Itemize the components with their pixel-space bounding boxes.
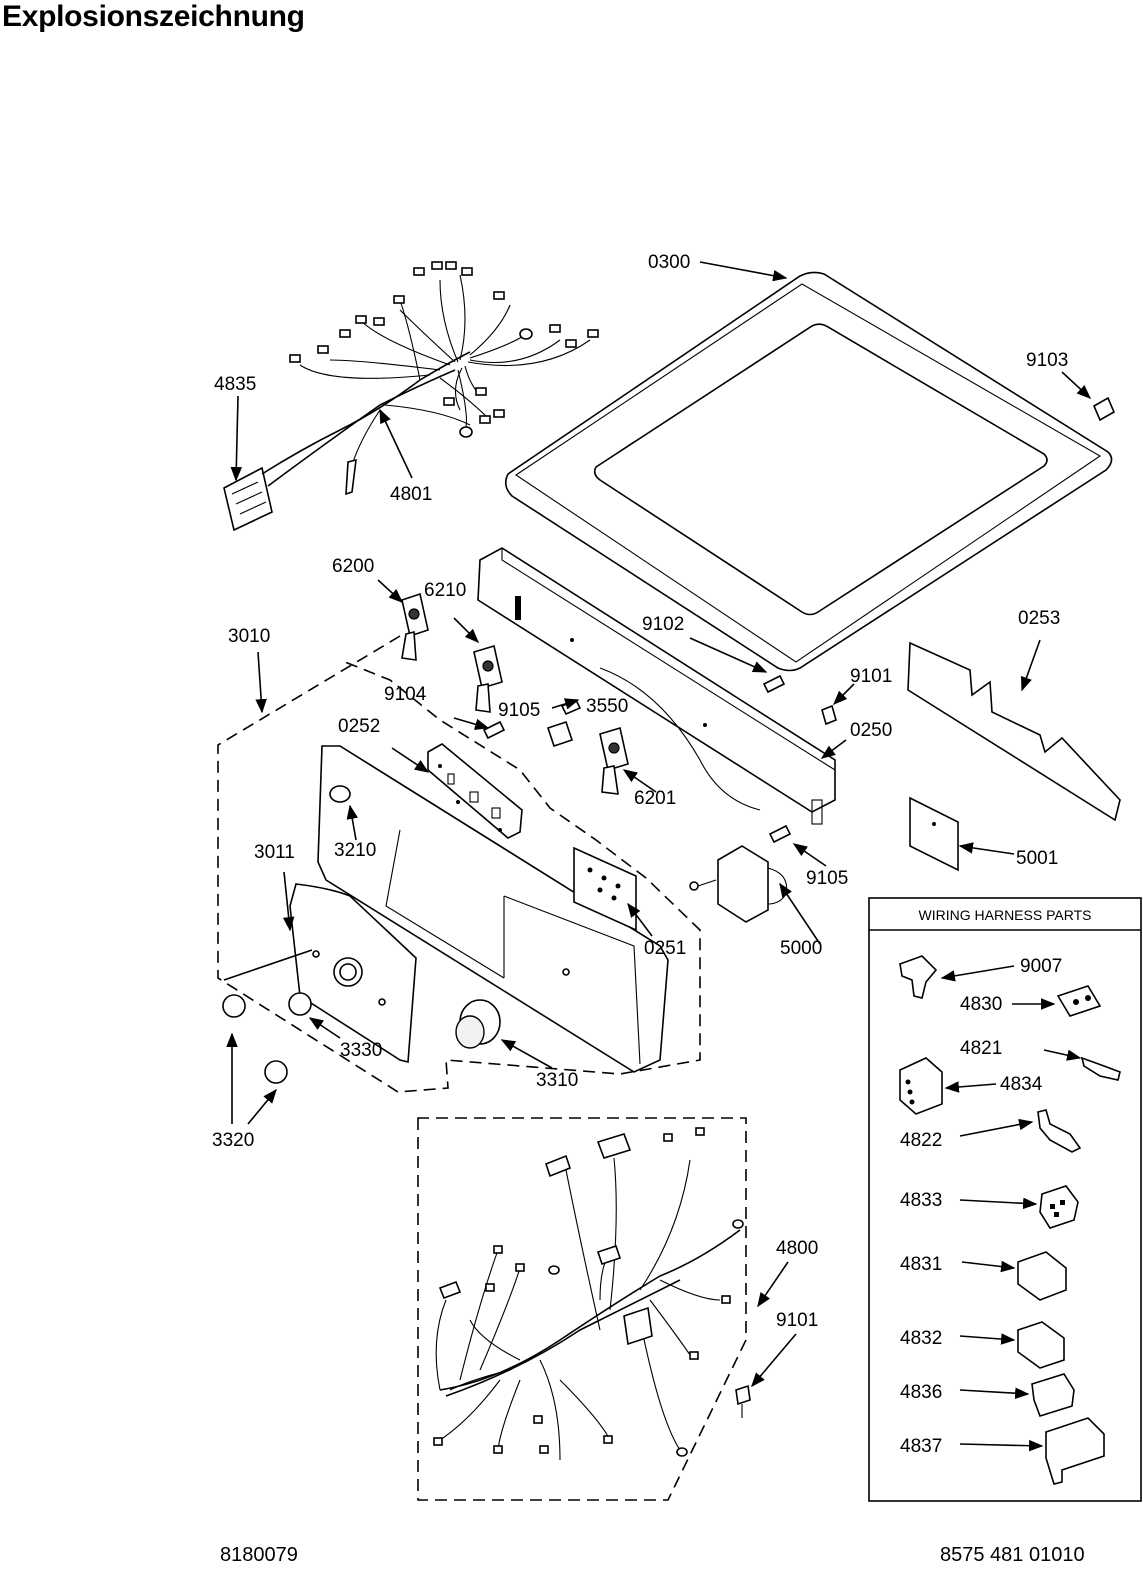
callout-3310: 3310	[536, 1070, 578, 1091]
footer-right-code: 8575 481 01010	[940, 1544, 1085, 1566]
callout-4821: 4821	[960, 1038, 1002, 1059]
label-5001	[909, 796, 959, 872]
terminal-4821	[1080, 1056, 1121, 1081]
callout-3010: 3010	[228, 626, 270, 647]
callout-9105-right: 9105	[806, 868, 848, 889]
wire-harness-4801	[223, 261, 599, 532]
callout-9103: 9103	[1026, 350, 1068, 371]
callout-6200: 6200	[332, 556, 374, 577]
callout-0300: 0300	[648, 252, 690, 273]
connector-4837	[1045, 1417, 1105, 1485]
wiring-box-title: WIRING HARNESS PARTS	[919, 907, 1092, 923]
callout-0252: 0252	[338, 716, 380, 737]
terminal-4822	[1037, 1109, 1082, 1153]
callout-4832: 4832	[900, 1328, 942, 1349]
callout-6210: 6210	[424, 580, 466, 601]
display-0251	[573, 846, 637, 932]
connector-4831	[1017, 1251, 1067, 1301]
callout-9007: 9007	[1020, 956, 1062, 977]
connector-4834	[899, 1057, 943, 1115]
callout-3011: 3011	[254, 842, 295, 863]
knob-3320	[222, 994, 288, 1084]
callout-0253: 0253	[1018, 608, 1060, 629]
callout-5000: 5000	[780, 938, 822, 959]
callout-5001: 5001	[1016, 848, 1058, 869]
callout-9102: 9102	[642, 614, 684, 635]
switch-6201	[599, 726, 629, 795]
callout-3330: 3330	[340, 1040, 382, 1061]
callout-4830: 4830	[960, 994, 1002, 1015]
callout-0250: 0250	[850, 720, 892, 741]
connector-4832	[1017, 1321, 1065, 1369]
callout-9101-bottom: 9101	[776, 1310, 818, 1331]
knob-3310	[455, 999, 501, 1049]
callout-3550: 3550	[586, 696, 628, 717]
callout-3320: 3320	[212, 1130, 254, 1151]
callout-4836: 4836	[900, 1382, 942, 1403]
connector-4830	[1056, 985, 1102, 1017]
callout-4800: 4800	[776, 1238, 818, 1259]
pcb-0252	[427, 743, 523, 839]
callout-0251: 0251	[644, 938, 686, 959]
footer-left-code: 8180079	[220, 1544, 298, 1566]
leader-arrows	[223, 261, 1092, 1388]
switch-5000	[689, 845, 788, 923]
side-panel-0253	[907, 641, 1121, 822]
connector-4836	[1031, 1373, 1075, 1417]
callout-4834: 4834	[1000, 1074, 1043, 1095]
callout-4801: 4801	[390, 484, 432, 505]
wiring-harness-4800	[433, 1127, 744, 1461]
switch-6210	[473, 644, 503, 713]
callout-labels: 0300 9103 4835 4801 6200 6210 3010 9102 …	[212, 252, 1068, 1457]
callout-4833: 4833	[900, 1190, 942, 1211]
rear-panel-0250	[477, 547, 836, 825]
page-title: Explosionszeichnung	[2, 0, 305, 33]
callout-4835: 4835	[214, 374, 256, 395]
callout-4837: 4837	[900, 1436, 942, 1457]
control-console-3210	[317, 745, 669, 1073]
clip-9007	[899, 955, 938, 999]
dashed-outlines	[217, 635, 747, 1501]
callout-4822: 4822	[900, 1130, 942, 1151]
callout-9105-left: 9105	[498, 700, 540, 721]
callout-3210: 3210	[334, 840, 376, 861]
callout-4831: 4831	[900, 1254, 942, 1275]
callout-9101-top: 9101	[850, 666, 892, 687]
bezel-3011	[289, 883, 417, 1064]
knob-3330	[288, 992, 312, 1016]
switch-6200	[401, 592, 429, 661]
connector-4833	[1039, 1185, 1079, 1229]
top-lid-0300	[504, 271, 1113, 672]
wiring-parts-box: WIRING HARNESS PARTS	[868, 897, 1142, 1502]
callout-6201: 6201	[634, 788, 676, 809]
callout-9104: 9104	[384, 684, 427, 705]
